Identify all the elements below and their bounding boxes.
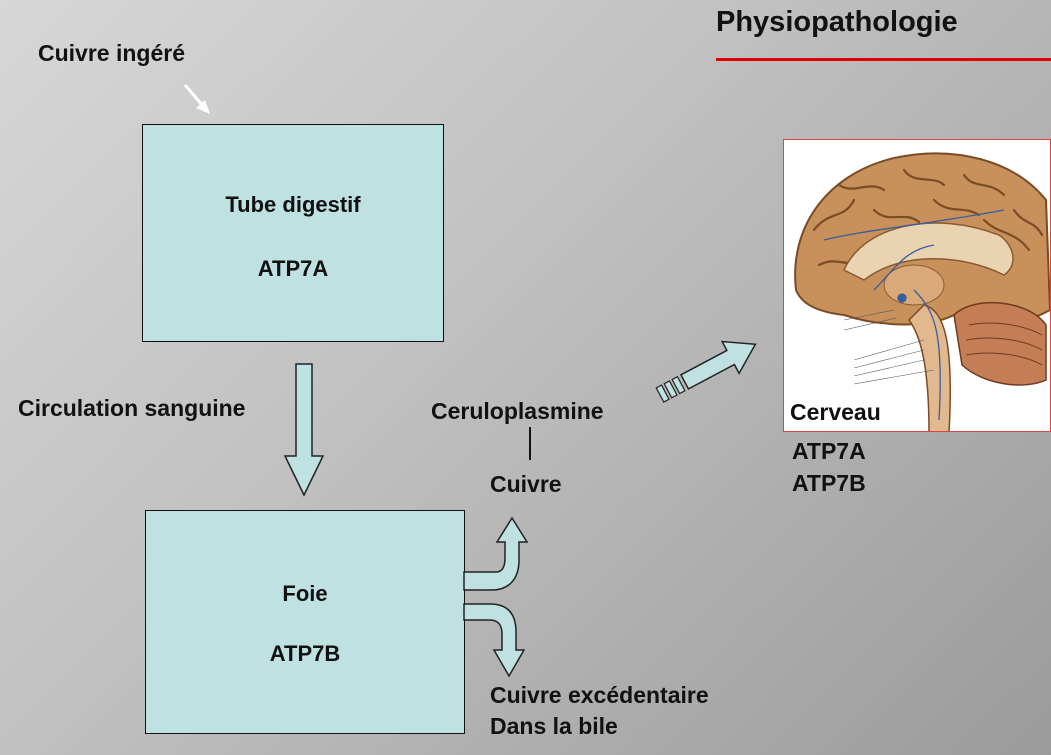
bile-excretion-arrow xyxy=(464,604,524,676)
copper-release-arrow xyxy=(464,518,527,590)
circulation-arrow xyxy=(285,364,323,495)
brain-transport-arrow xyxy=(652,328,764,410)
ingestion-arrow xyxy=(185,85,210,114)
